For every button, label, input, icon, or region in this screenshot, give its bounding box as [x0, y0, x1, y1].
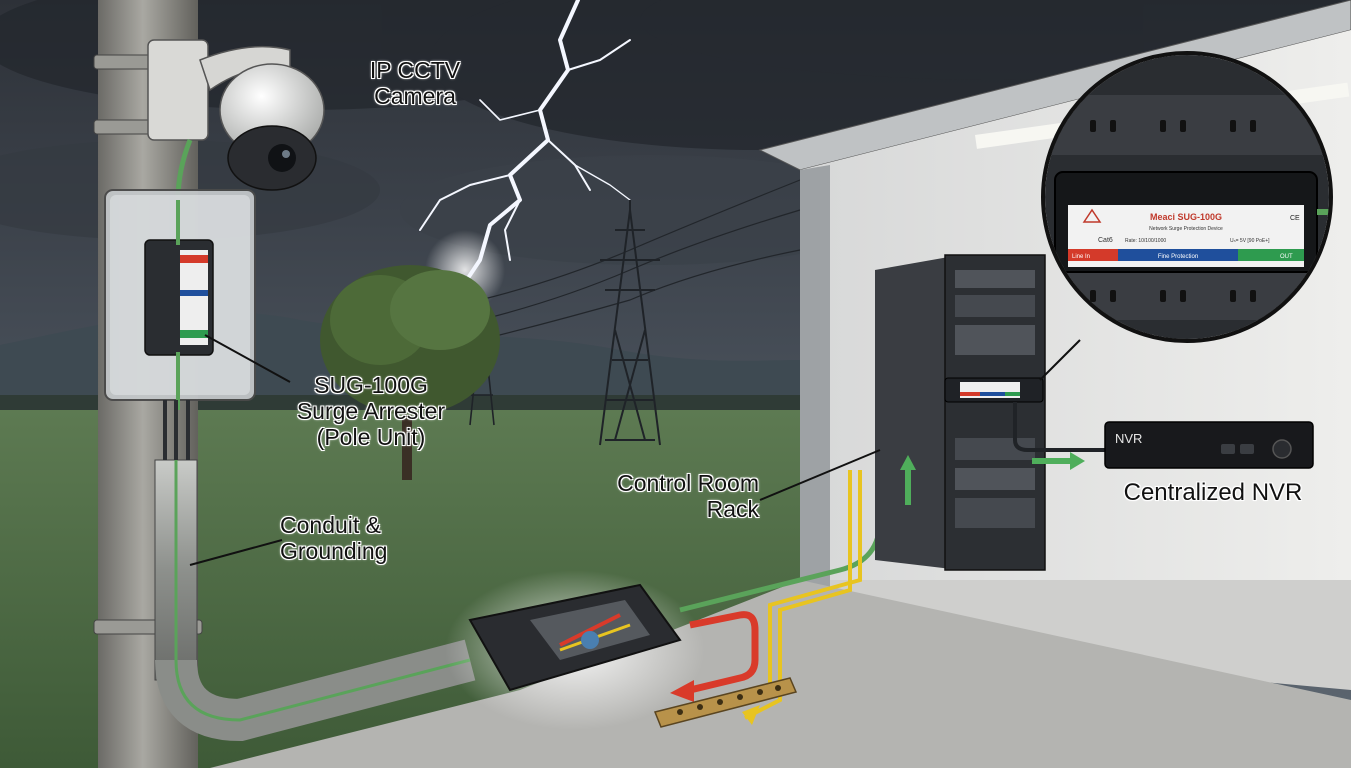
camera-label-line1: IP CCTV: [369, 57, 461, 83]
arrester-label-line1: SUG-100G: [314, 372, 428, 398]
transmission-tower: [599, 200, 661, 446]
zoom-model: Meaci SUG-100G: [1150, 212, 1222, 222]
vertical-conduit: [154, 400, 198, 681]
rack-label: Control Room Rack: [584, 470, 759, 522]
rack-label-line1: Control Room: [617, 470, 759, 496]
zoom-subtitle: Network Surge Protection Device: [1149, 226, 1223, 232]
zoom-band-out: OUT: [1280, 254, 1293, 260]
nvr-unit: NVR: [1104, 421, 1314, 469]
brand-logo: [1082, 208, 1102, 223]
nvr-cable: [1013, 402, 1105, 452]
server-rack: [875, 254, 1046, 571]
zoom-band-blue: [1118, 249, 1238, 261]
camera-label-line2: Camera: [374, 83, 456, 109]
zoom-callout: Meaci SUG-100G Network Surge Protection …: [1041, 51, 1333, 343]
arrester-label-line2: Surge Arrester: [296, 398, 446, 424]
zoom-ce: CE: [1290, 215, 1300, 222]
tree: [320, 265, 500, 480]
ptz-camera: [147, 39, 325, 191]
conduit-label-line2: Grounding: [280, 538, 388, 564]
zoom-power: Uₙ= 5V [90 PoE+]: [1230, 238, 1270, 244]
zoom-band-in: Line In: [1072, 254, 1090, 260]
surge-diversion-arrow: [670, 611, 759, 702]
nvr-brand: NVR: [1115, 431, 1142, 446]
buried-cable: [174, 658, 471, 722]
zoom-cat: Cat6: [1098, 237, 1113, 244]
zoom-band-red: [1068, 249, 1118, 261]
zoom-band-green: [1238, 249, 1304, 261]
grounding-conductor: [742, 470, 862, 725]
power-lines: [479, 179, 801, 341]
arrester-label: SUG-100G Surge Arrester (Pole Unit): [276, 372, 466, 450]
camera-label: IP CCTV Camera: [350, 57, 480, 109]
zoom-band-mid: Fine Protection: [1158, 254, 1198, 260]
zoom-rate: Rate: 10/100/1000: [1125, 238, 1166, 244]
conduit-label-line1: Conduit &: [280, 512, 382, 538]
leader-lines: [189, 334, 881, 566]
data-flow-arrow: [1032, 452, 1085, 470]
zoom-leader: [1039, 339, 1081, 381]
ground-bus-bar: [653, 677, 798, 728]
conduit-label: Conduit & Grounding: [280, 512, 420, 564]
rack-label-line2: Rack: [706, 496, 759, 522]
nvr-label: Centralized NVR: [1123, 479, 1303, 506]
arrester-label-line3: (Pole Unit): [316, 424, 426, 450]
ground-surge-box: [445, 570, 705, 730]
rack-surge-device: [944, 377, 1044, 403]
pole-junction-box: [104, 189, 256, 410]
